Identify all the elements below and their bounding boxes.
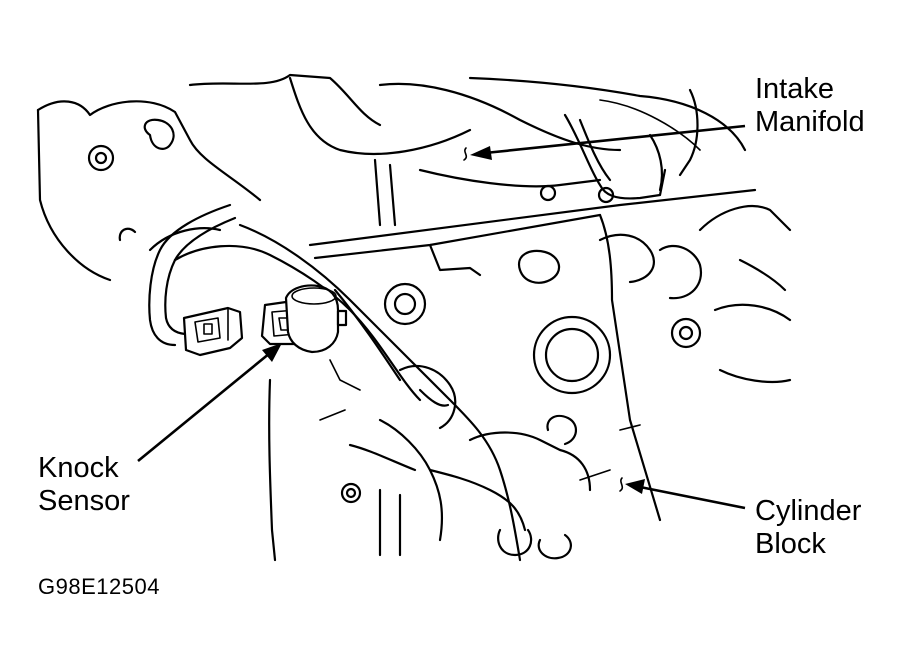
- leader-arrows: [137, 124, 746, 510]
- cylinder-block-leader: [639, 485, 746, 510]
- intake-manifold-leader: [484, 124, 746, 155]
- knock-sensor-label-line1: Knock: [38, 452, 119, 484]
- cylinder-block-label-line1: Cylinder: [755, 495, 862, 527]
- intake-manifold-label-line2: Manifold: [755, 106, 865, 138]
- knock-sensor-leader: [137, 351, 271, 463]
- cylinder-block-label: Cylinder Block: [755, 495, 861, 561]
- intake-manifold-label-line1: Intake: [755, 73, 834, 105]
- figure-id: G98E12504: [38, 574, 160, 599]
- intake-manifold-label: Intake Manifold: [755, 73, 865, 139]
- engine-block-outline: [36, 73, 792, 562]
- knock-sensor-label: Knock Sensor: [38, 452, 130, 518]
- knock-sensor: [284, 284, 348, 354]
- cylinder-block-label-line2: Block: [755, 528, 826, 560]
- cylinder-block-arrowhead: [625, 479, 645, 494]
- knock-sensor-label-line2: Sensor: [38, 485, 130, 517]
- knock-sensor-arrowhead: [262, 343, 282, 362]
- intake-manifold-arrowhead: [470, 146, 492, 160]
